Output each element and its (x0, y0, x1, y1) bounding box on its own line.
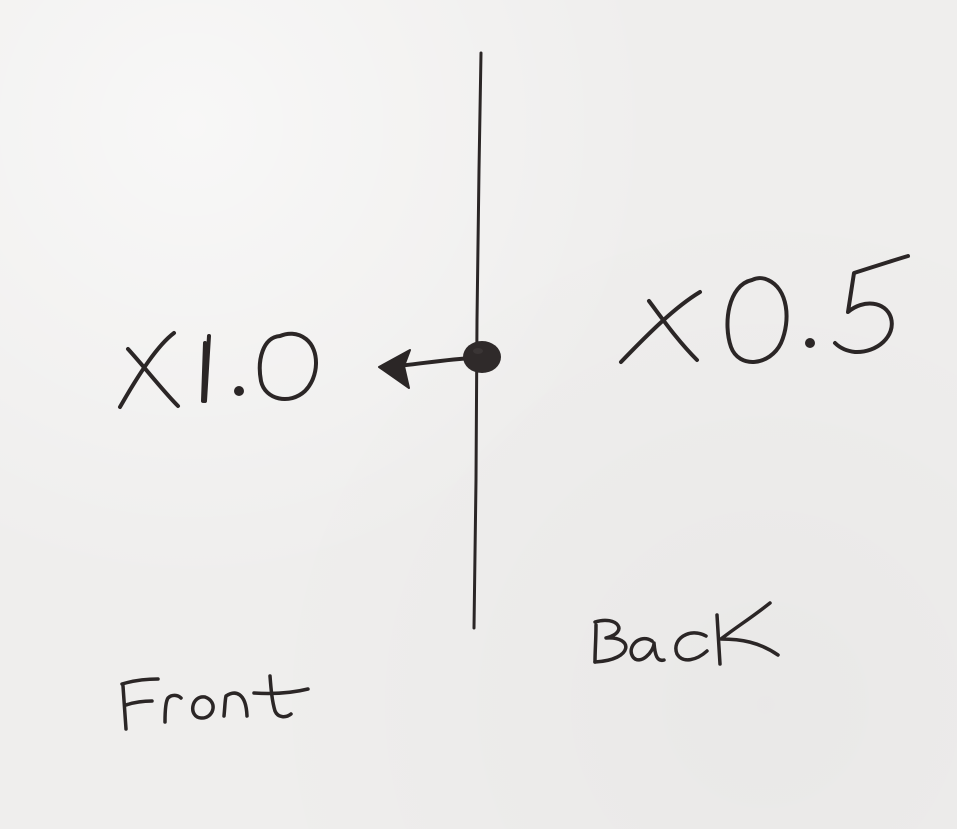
front-factor-label (118, 331, 318, 409)
front-side-label (120, 674, 310, 731)
pivot-dot-icon (463, 341, 501, 373)
back-side-label (593, 601, 780, 666)
divider-line (472, 51, 483, 630)
arrow-shaft (396, 356, 476, 368)
back-factor-label (619, 254, 910, 364)
left-arrow-icon (378, 349, 411, 389)
